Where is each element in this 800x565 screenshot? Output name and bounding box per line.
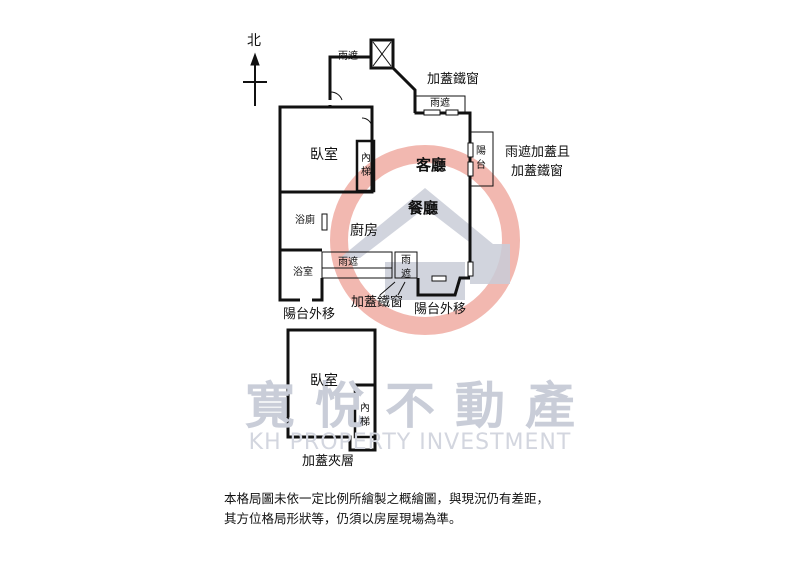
canopy-kitchen-label: 雨遮 [338,257,358,268]
canopy-top-label: 雨遮 [338,51,358,62]
room-kitchen: 廚房 [350,223,378,239]
canopy-iron-window-label-1: 雨遮加蓋且 [505,145,571,160]
room-inner-stair-upper: 內梯 [361,153,371,178]
watermark-house-icon [340,188,510,300]
disclaimer-line-2: 其方位格局形狀等，仍須以房屋現場為準。 [224,511,462,526]
disclaimer-line-1: 本格局圖未依一定比例所繪製之概繪圖，與現況仍有差距， [224,491,550,506]
room-dining: 餐廳 [408,199,439,217]
canopy-mid-label: 雨遮 [430,98,450,109]
room-bedroom-upper: 臥室 [310,147,338,163]
compass-arrow-icon [243,52,267,106]
canopy-iron-window-label-2: 加蓋鐵窗 [511,164,564,179]
room-balcony-right: 陽台 [476,146,486,171]
window-marks [321,109,474,282]
disclaimer-text: 本格局圖未依一定比例所繪製之概繪圖，與現況仍有差距， 其方位格局形狀等，仍須以房… [224,489,644,529]
room-bathroom-lower: 浴室 [293,267,313,278]
canopy-small-label: 雨遮 [401,255,411,280]
room-living: 客廳 [416,156,447,174]
iron-window-bottom-label: 加蓋鐵窗 [351,295,404,310]
watermark-company-name-en: KH PROPERTY INVESTMENT [248,430,572,455]
mezzanine-label: 加蓋夾層 [302,454,355,469]
room-bathroom-upper: 浴廁 [295,215,315,226]
balcony-moved-right-label: 陽台外移 [414,302,467,317]
watermark-company-name: 寬悅不動產 [245,377,595,435]
balcony-moved-left-label: 陽台外移 [283,307,336,322]
thin-details [321,41,494,439]
iron-window-top-label: 加蓋鐵窗 [427,72,480,87]
room-bedroom-mezzanine: 臥室 [310,373,338,389]
north-label: 北 [247,33,261,49]
room-inner-stair-mezzanine: 內梯 [360,403,370,428]
watermark-circle [330,145,520,335]
